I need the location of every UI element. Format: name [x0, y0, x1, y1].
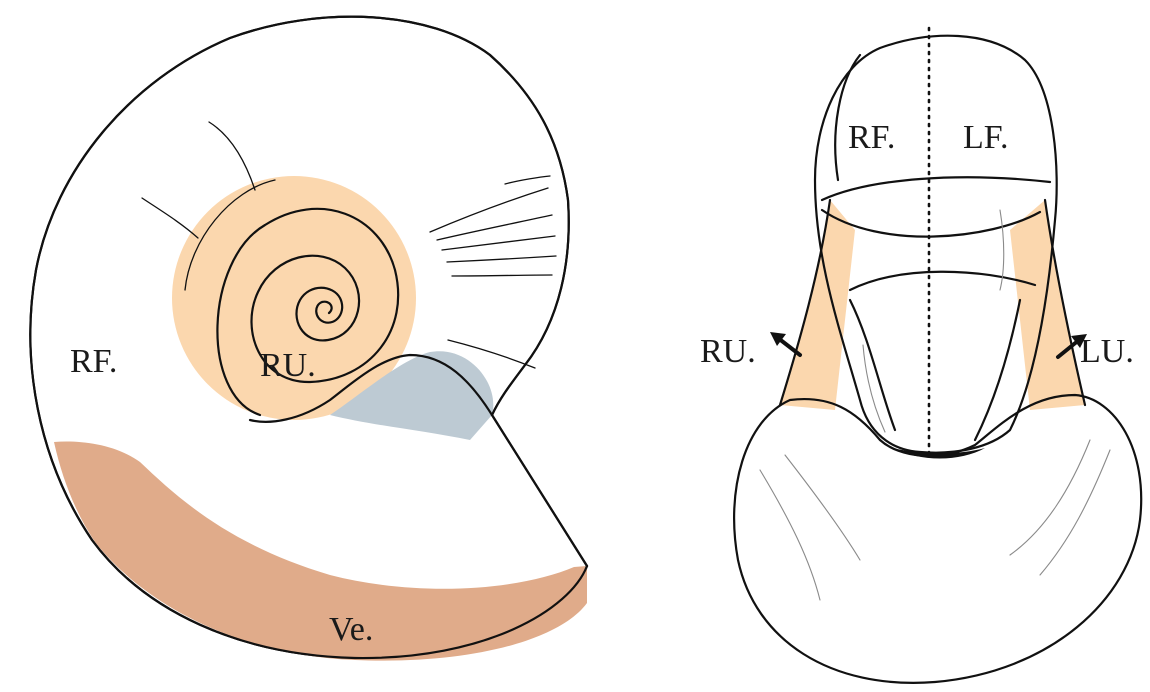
- arrow-icon: [770, 332, 800, 355]
- right-umbilicus-label: RU.: [700, 333, 756, 370]
- aperture: [734, 395, 1141, 683]
- umbilicus-label: RU.: [260, 347, 316, 384]
- ventral-view: RF. LF. RU. LU.: [700, 28, 1141, 683]
- left-umbilicus-label: LU.: [1080, 333, 1134, 370]
- flank-label: RF.: [70, 343, 117, 380]
- venter-label: Ve.: [329, 611, 373, 648]
- lateral-view: RF. RU. Ve.: [30, 17, 587, 661]
- umbilicus-left-region: [1010, 200, 1085, 410]
- right-flank-label: RF.: [848, 119, 895, 156]
- venter-region: [54, 442, 587, 661]
- left-flank-label: LF.: [963, 119, 1008, 156]
